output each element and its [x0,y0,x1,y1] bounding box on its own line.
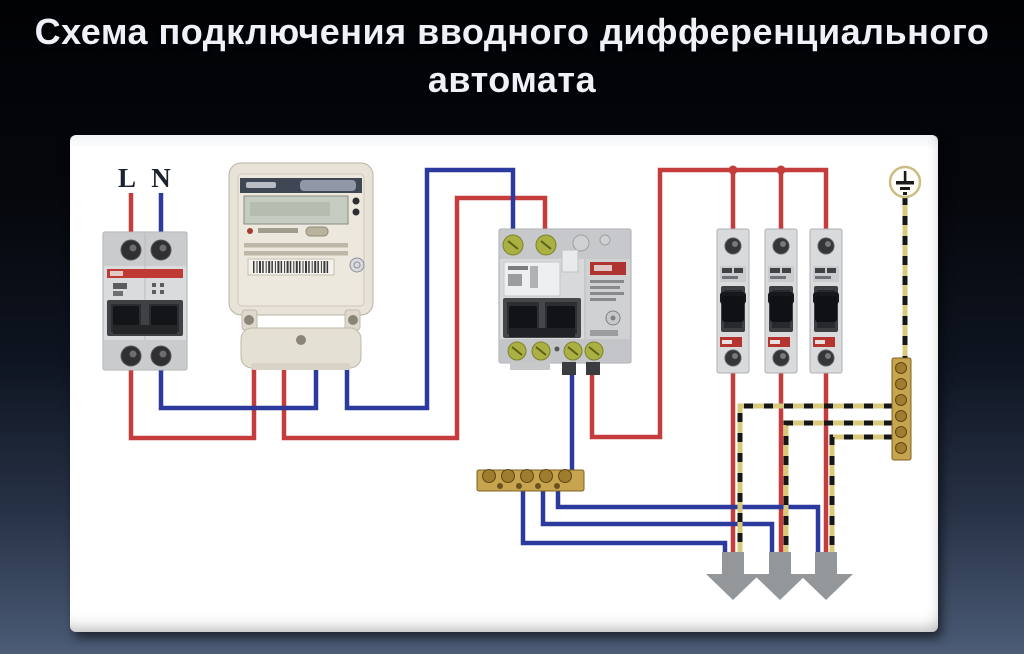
load-arrows [706,552,853,600]
title-line-2: автомата [427,59,597,100]
toggle-handle [151,306,177,328]
phase-junction-dot [728,165,738,175]
ground-busbar [891,357,912,461]
phase-wire-breaker-to-meter [128,356,257,441]
neutral-wire-load2 [540,488,775,554]
outgoing-breaker-2 [764,228,798,374]
diagram-title: Схема подключения вводного дифференциаль… [0,8,1024,104]
outgoing-breakers [716,228,843,374]
toggle-handle [113,306,139,328]
toggle-handle [722,296,744,322]
phase-label: L [118,163,136,193]
neutral-wire-load3 [555,488,821,554]
load-arrow-1 [706,552,760,600]
outgoing-breaker-1 [716,228,750,374]
outgoing-breaker-3 [809,228,843,374]
meter-terminal-cover [240,327,362,369]
diagram-panel [70,135,938,632]
differential-breaker [498,228,632,375]
neutral-busbar [476,469,585,492]
toggle-handle [815,296,837,322]
toggle-handle [509,306,537,330]
neutral-wire-breaker-to-meter [158,356,319,411]
neutral-wire-load1 [520,488,728,554]
title-line-1: Схема подключения вводного дифференциаль… [34,11,990,52]
neutral-wire-meter-to-rcbo [344,167,516,411]
ground-wire-load2 [783,420,893,554]
earth-ground-icon [888,165,922,199]
ground-wires [737,196,908,554]
load-arrow-3 [799,552,853,600]
toggle-handle [770,296,792,322]
two-pole-input-breaker [102,231,188,371]
brand-stripe [107,269,183,278]
load-arrow-2 [753,552,807,600]
phase-junction-dot [776,165,786,175]
electricity-meter [228,162,374,370]
phase-wire-rcbo-to-bus [589,167,829,440]
neutral-label: N [151,163,171,193]
phase-wire-meter-to-rcbo [281,195,548,441]
ground-wire-load3 [829,434,893,554]
toggle-handle [547,306,575,330]
